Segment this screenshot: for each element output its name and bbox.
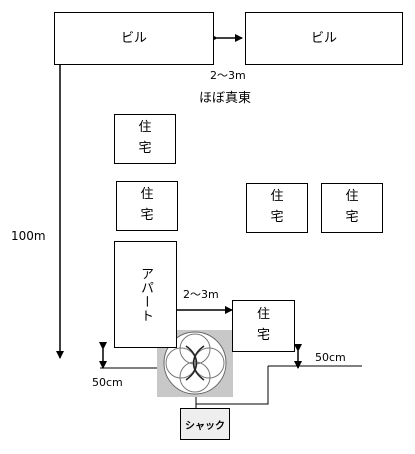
apartment-label: アパート [138,266,153,323]
left-building: ビル [54,12,214,65]
house-a: 住 宅 [114,114,176,164]
house-b-line2: 宅 [140,208,154,223]
antenna-icon [163,331,227,395]
house-e-line2: 宅 [256,328,270,343]
apartment-gap-label: 2～3m [183,288,219,301]
house-d-line2: 宅 [345,210,359,225]
house-a-line1: 住 [138,120,152,136]
right-building-label: ビル [310,31,337,46]
house-c-line1: 住 [270,189,284,205]
direction-label: ほぼ真東 [199,91,252,106]
house-d: 住 宅 [321,183,383,233]
house-c-line2: 宅 [270,210,284,225]
house-a-line2: 宅 [138,141,152,156]
left-height-label: 50cm [92,376,123,389]
house-e-line1: 住 [256,307,270,323]
left-building-label: ビル [120,31,147,46]
apartment: アパート [114,241,177,348]
house-c: 住 宅 [246,183,308,233]
house-d-line1: 住 [345,189,359,205]
house-b-line1: 住 [140,187,154,203]
house-b: 住 宅 [116,181,178,231]
distance-label: 100m [11,229,46,243]
shack: シャック [180,408,230,440]
right-building: ビル [245,12,403,65]
building-gap-label: 2～3m [210,69,246,82]
right-height-label: 50cm [315,351,346,364]
shack-label: シャック [185,420,225,432]
feedline [196,366,269,405]
house-e: 住 宅 [232,300,295,352]
